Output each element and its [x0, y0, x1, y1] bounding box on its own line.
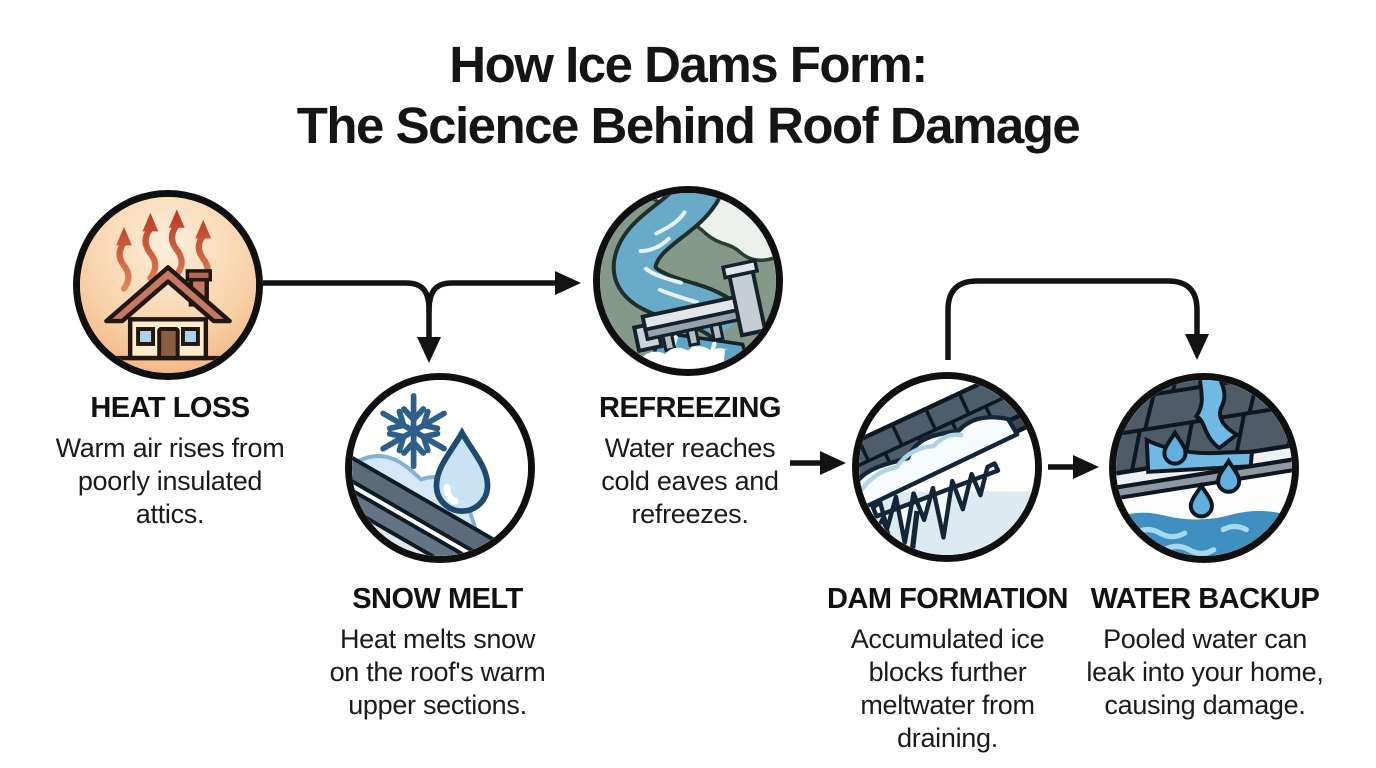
desc-line: blocks further — [868, 657, 1027, 687]
arrowhead-right-waterbackup — [1073, 455, 1099, 479]
step-snow-melt-label: SNOW MELT — [352, 583, 523, 615]
step-water-backup-text: WATER BACKUP Pooled water can leak into … — [1050, 583, 1360, 722]
desc-line: Warm air rises from — [55, 433, 285, 463]
desc-line: meltwater from — [860, 690, 1035, 720]
arrow-damformation-to-waterbackup-top — [945, 278, 1200, 360]
desc-line: upper sections. — [348, 690, 527, 720]
step-dam-formation-text: DAM FORMATION Accumulated ice blocks fur… — [790, 583, 1105, 755]
desc-line: causing damage. — [1104, 690, 1306, 720]
step-refreezing-circle — [593, 186, 783, 376]
step-dam-formation-circle — [852, 372, 1042, 562]
step-heat-loss-desc: Warm air rises from poorly insulated att… — [25, 432, 315, 531]
step-snow-melt-desc: Heat melts snow on the roof's warm upper… — [290, 623, 585, 722]
desc-line: draining. — [897, 723, 998, 753]
step-heat-loss-text: HEAT LOSS Warm air rises from poorly ins… — [25, 392, 315, 531]
arrow-heatloss-to-snowmelt — [263, 280, 432, 340]
step-heat-loss-label: HEAT LOSS — [90, 392, 250, 424]
ice-dam-icicles-icon — [859, 379, 1035, 555]
snowflake-meltwater-icon — [352, 380, 528, 556]
desc-line: leak into your home, — [1086, 657, 1324, 687]
page-title-line1: How Ice Dams Form: — [449, 36, 928, 93]
desc-line: Water reaches — [604, 433, 776, 463]
desc-line: cold eaves and — [601, 466, 779, 496]
step-refreezing-desc: Water reaches cold eaves and refreezes. — [545, 432, 835, 531]
page-title: How Ice Dams Form: The Science Behind Ro… — [0, 34, 1376, 156]
desc-line: poorly insulated — [77, 466, 263, 496]
snowflake-icon — [380, 392, 447, 470]
step-snow-melt-text: SNOW MELT Heat melts snow on the roof's … — [290, 583, 585, 722]
leak-drops-icon — [1162, 428, 1242, 519]
step-dam-formation-label: DAM FORMATION — [826, 583, 1069, 615]
arrowhead-down-snowmelt — [417, 337, 441, 363]
step-water-backup-circle — [1109, 373, 1299, 563]
desc-line: Pooled water can — [1103, 624, 1307, 654]
desc-line: on the roof's warm — [329, 657, 546, 687]
step-dam-formation-desc: Accumulated ice blocks further meltwater… — [790, 623, 1105, 755]
desc-line: attics. — [135, 499, 205, 529]
page-title-line2: The Science Behind Roof Damage — [296, 97, 1081, 154]
step-snow-melt-circle — [345, 373, 535, 563]
water-dam-icon — [600, 193, 776, 369]
step-water-backup-label: WATER BACKUP — [1090, 583, 1320, 615]
step-refreezing-text: REFREEZING Water reaches cold eaves and … — [545, 392, 835, 531]
arrow-heatloss-to-refreezing — [426, 280, 556, 313]
arrowhead-right-refreezing — [555, 271, 581, 295]
roof-water-leak-icon — [1116, 380, 1292, 556]
house-heat-loss-icon — [80, 197, 256, 373]
arrowhead-down-waterbackup — [1185, 334, 1209, 360]
step-refreezing-label: REFREEZING — [599, 392, 781, 424]
step-water-backup-desc: Pooled water can leak into your home, ca… — [1050, 623, 1360, 722]
desc-line: Accumulated ice — [850, 624, 1045, 654]
arrowhead-right-damformation — [820, 451, 846, 475]
step-heat-loss-circle — [73, 190, 263, 380]
desc-line: Heat melts snow — [339, 624, 536, 654]
desc-line: refreezes. — [631, 499, 749, 529]
